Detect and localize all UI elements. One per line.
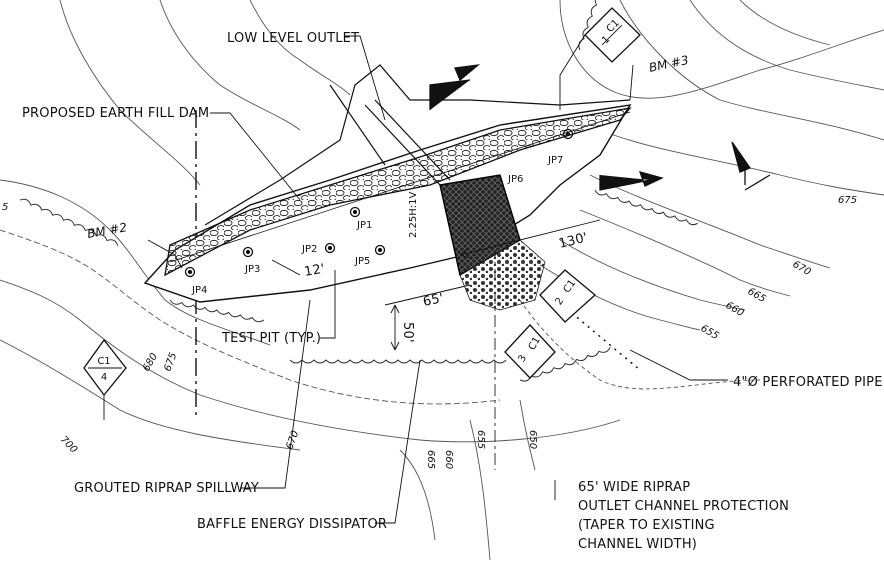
width-12-dimension: 12' — [303, 262, 326, 280]
flow-direction-arrows — [429, 64, 771, 191]
test-pit-jp7-label: JP7 — [547, 155, 563, 166]
section-tag-c1-2: C1 2 — [539, 269, 596, 323]
length-65-dimension: 65' — [422, 291, 445, 310]
topographic-contours — [0, 0, 884, 561]
test-pit-jp5-label: JP5 — [354, 256, 370, 267]
contour-665-bottom: 665 — [425, 450, 436, 469]
benchmark-3-label: BM #3 — [648, 53, 690, 75]
test-pit-jp3-label: JP3 — [244, 264, 260, 275]
riprap-note-line1: 65' WIDE RIPRAP — [578, 480, 690, 495]
test-pit-jp2-label: JP2 — [301, 244, 317, 255]
contour-675-left: 675 — [162, 351, 179, 373]
benchmark-2-label: BM #2 — [86, 220, 128, 241]
earth-fill-dam-crest — [164, 107, 632, 277]
test-pit-jp2 — [324, 242, 336, 254]
section-tag-3-number: 3 — [516, 353, 529, 364]
slope-dimension: 2.25H:1V — [408, 191, 419, 238]
perforated-pipe-label: 4"Ø PERFORATED PIPE — [733, 375, 883, 390]
contour-670-right: 670 — [791, 259, 813, 278]
baffle-dissipator-label: BAFFLE ENERGY DISSIPATOR — [197, 517, 387, 532]
contour-670-bottom: 670 — [284, 429, 301, 451]
contour-660-bottom: 660 — [443, 450, 454, 469]
test-pit-jp6-label: JP6 — [507, 174, 523, 185]
section-tag-c1-4: C1 4 — [83, 338, 127, 420]
test-pit-jp4-label: JP4 — [191, 285, 207, 296]
upstream-fill-outline — [204, 64, 631, 226]
length-130-dimension: 130' — [557, 230, 589, 252]
low-level-outlet-pipe — [329, 84, 451, 186]
test-pit-jp1-label: JP1 — [356, 220, 372, 231]
test-pit-jp1 — [349, 206, 361, 218]
low-level-outlet-label: LOW LEVEL OUTLET — [227, 31, 359, 46]
contour-675-right: 675 — [838, 195, 857, 206]
earth-fill-dam-label: PROPOSED EARTH FILL DAM — [22, 106, 209, 121]
grouted-spillway-label: GROUTED RIPRAP SPILLWAY — [74, 481, 259, 496]
contour-650-bottom: 650 — [527, 430, 538, 449]
length-50-dimension: 50' — [400, 322, 415, 343]
vegetation-line — [19, 0, 698, 382]
contour-655-right: 655 — [699, 323, 721, 342]
contour-660-right: 660 — [724, 300, 746, 319]
test-pit-jp3 — [242, 246, 254, 258]
riprap-note-line3: (TAPER TO EXISTING — [578, 518, 715, 533]
test-pit-label: TEST PIT (TYP.) — [221, 331, 321, 346]
section-tag-4-sheet: C1 — [97, 356, 110, 367]
contour-700: 700 — [58, 434, 79, 455]
contour-5-left: 5 — [2, 202, 8, 213]
test-pit-markers — [184, 128, 574, 278]
leader-lines — [147, 35, 728, 524]
section-tag-2-number: 2 — [554, 296, 567, 308]
riprap-note-line2: OUTLET CHANNEL PROTECTION — [578, 499, 789, 514]
contour-680-left: 680 — [141, 351, 160, 373]
section-tag-4-number: 4 — [101, 372, 107, 383]
section-tag-c1-1: C1 1 — [559, 7, 641, 110]
section-tag-c1-3: C1 3 — [504, 324, 556, 379]
test-pit-jp4 — [184, 266, 196, 278]
test-pit-jp7 — [562, 128, 574, 140]
test-pit-jp5 — [374, 244, 386, 256]
dimension-lines — [271, 219, 601, 351]
contour-655-bottom: 655 — [475, 430, 486, 449]
riprap-note-line4: CHANNEL WIDTH) — [578, 537, 697, 552]
